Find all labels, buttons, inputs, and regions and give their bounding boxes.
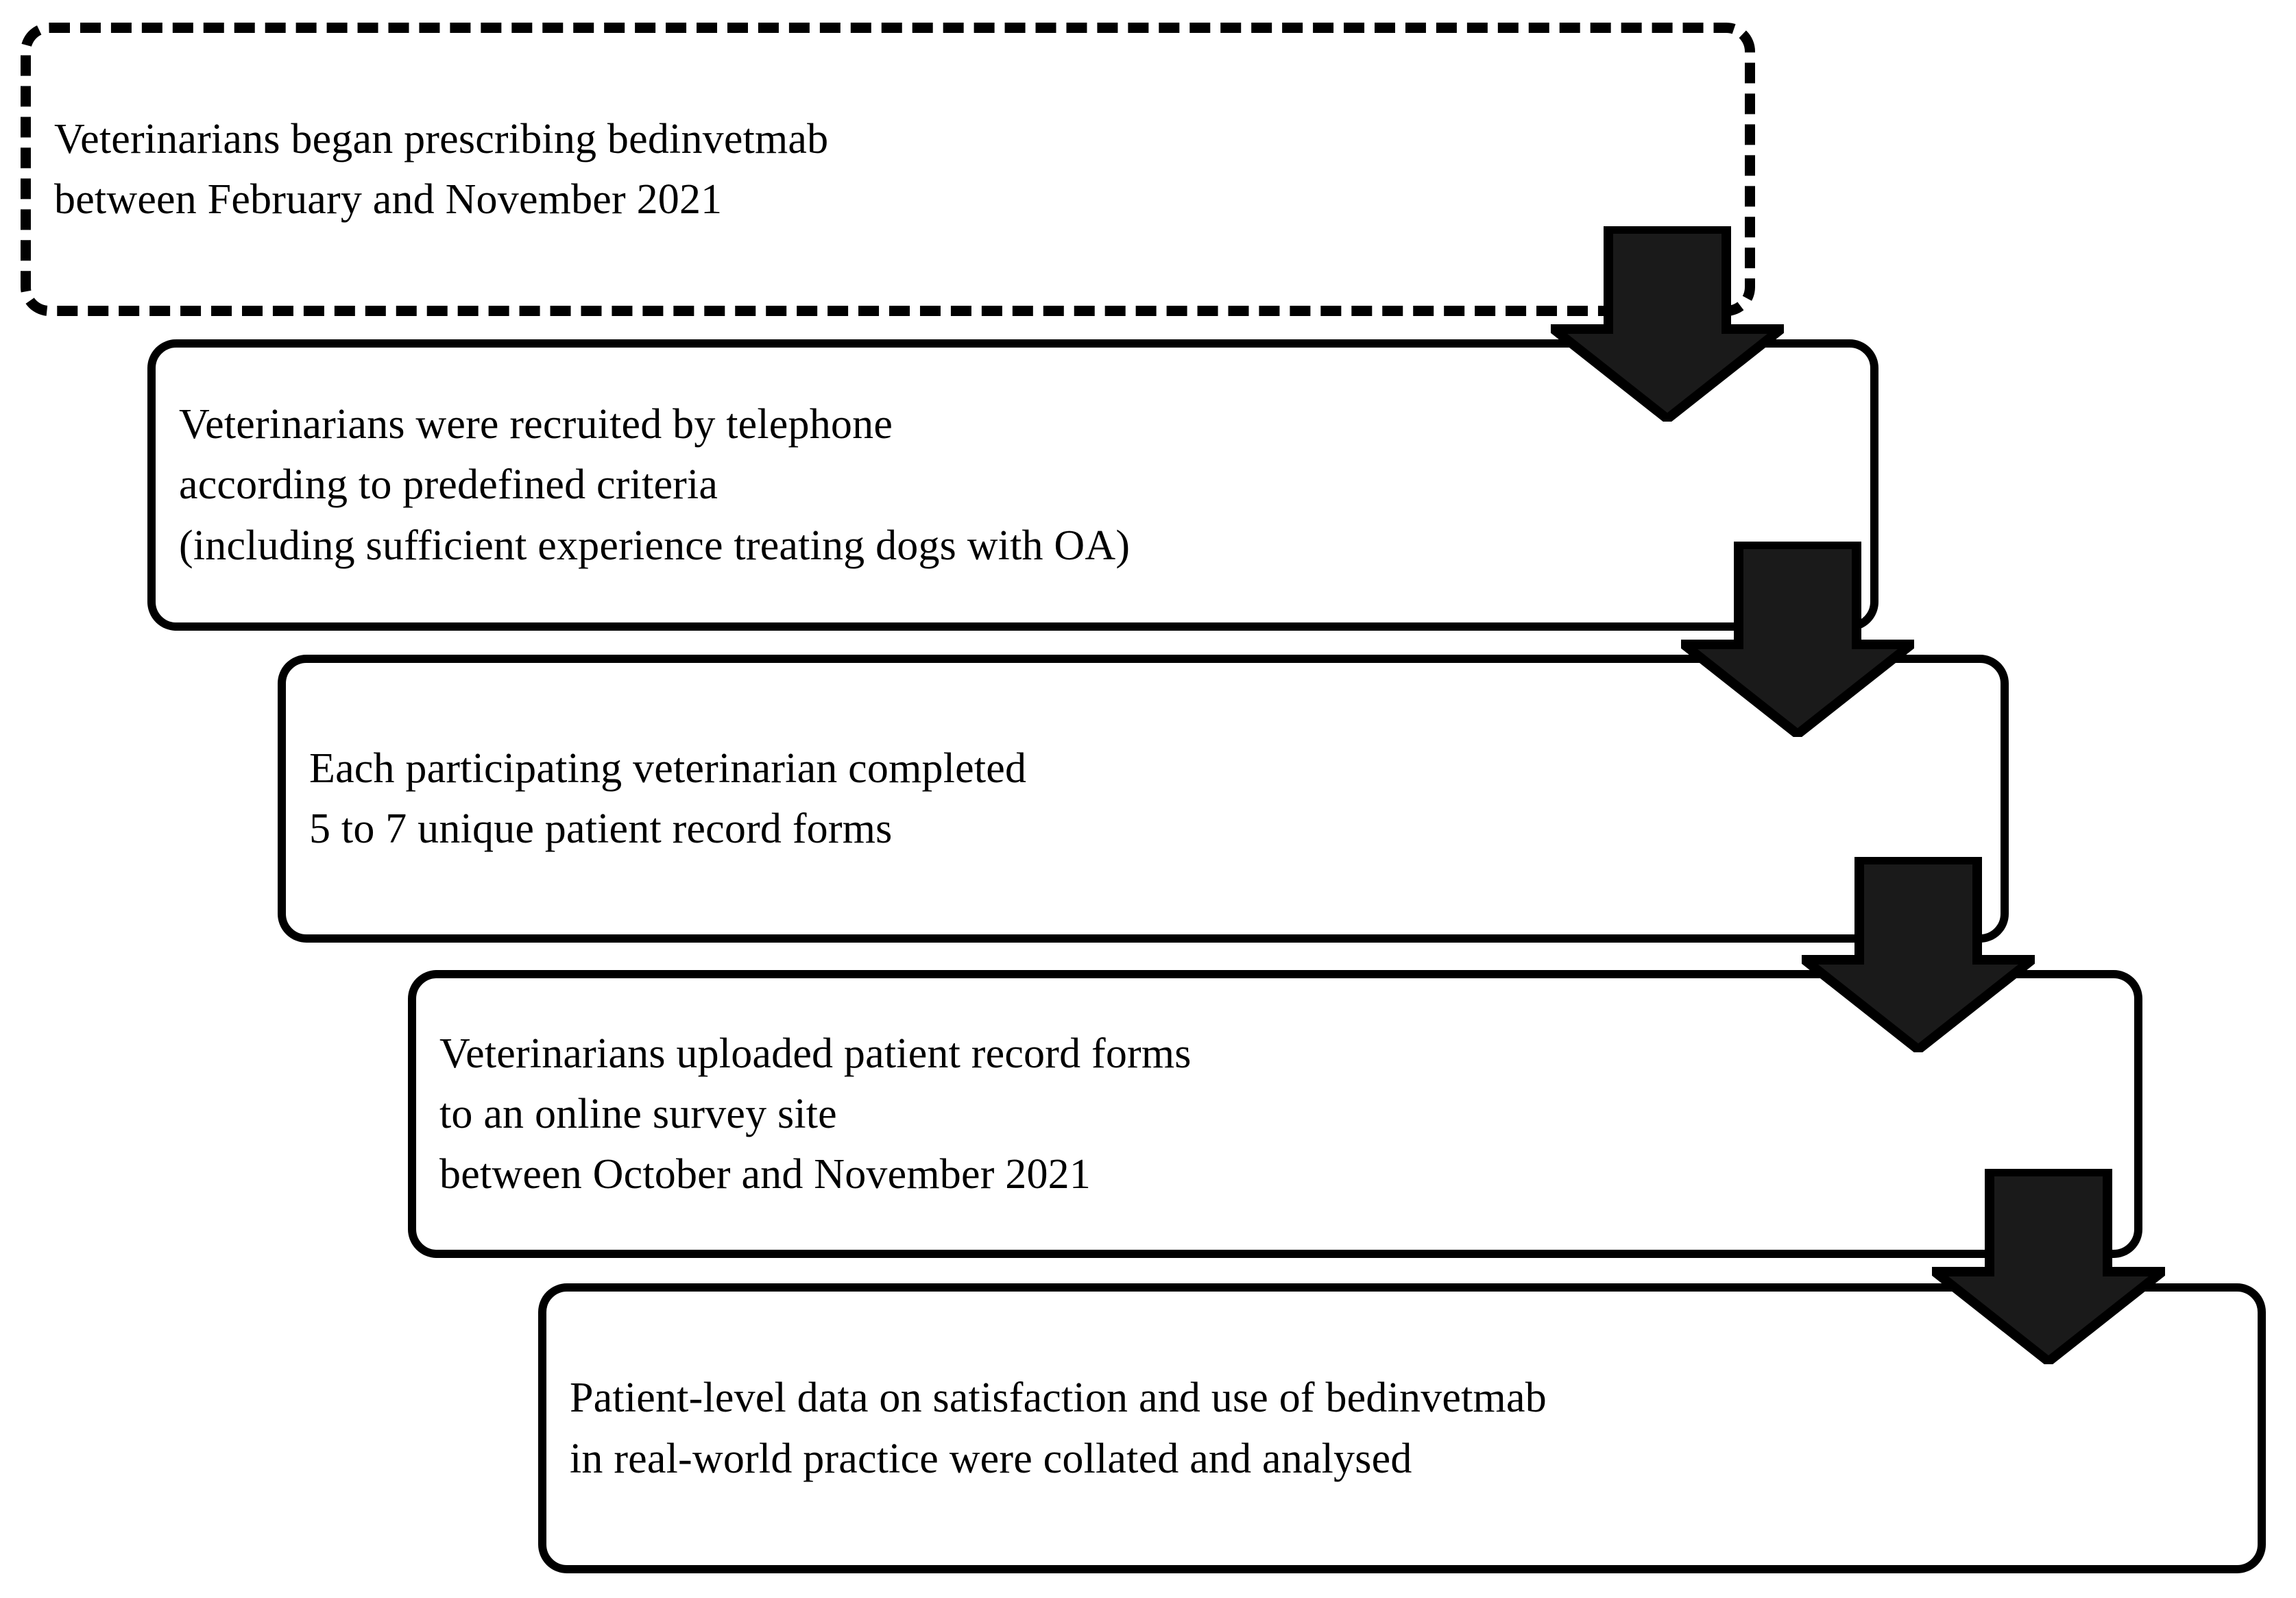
flow-node-data-analysis: Patient-level data on satisfaction and u… [538,1283,2266,1573]
flow-node-upload-survey: Veterinarians uploaded patient record fo… [408,970,2142,1258]
flow-node-recruitment: Veterinarians were recruited by telephon… [147,339,1878,631]
flow-node-1-text: Veterinarians began prescribing bedinvet… [54,115,829,223]
flow-node-dashed-prescribing: Veterinarians began prescribing bedinvet… [21,23,1755,316]
down-arrow-icon [1681,542,1914,737]
flow-node-4-text: Veterinarians uploaded patient record fo… [439,1030,1192,1198]
flow-node-3-text: Each participating veterinarian complete… [309,744,1027,852]
down-arrow-icon [1802,857,2035,1052]
flow-node-2-text: Veterinarians were recruited by telephon… [179,401,1131,569]
down-arrow-icon [1932,1169,2165,1364]
flow-node-record-forms: Each participating veterinarian complete… [278,655,2009,943]
flow-node-5-text: Patient-level data on satisfaction and u… [570,1375,1547,1482]
down-arrow-icon [1551,226,1784,422]
